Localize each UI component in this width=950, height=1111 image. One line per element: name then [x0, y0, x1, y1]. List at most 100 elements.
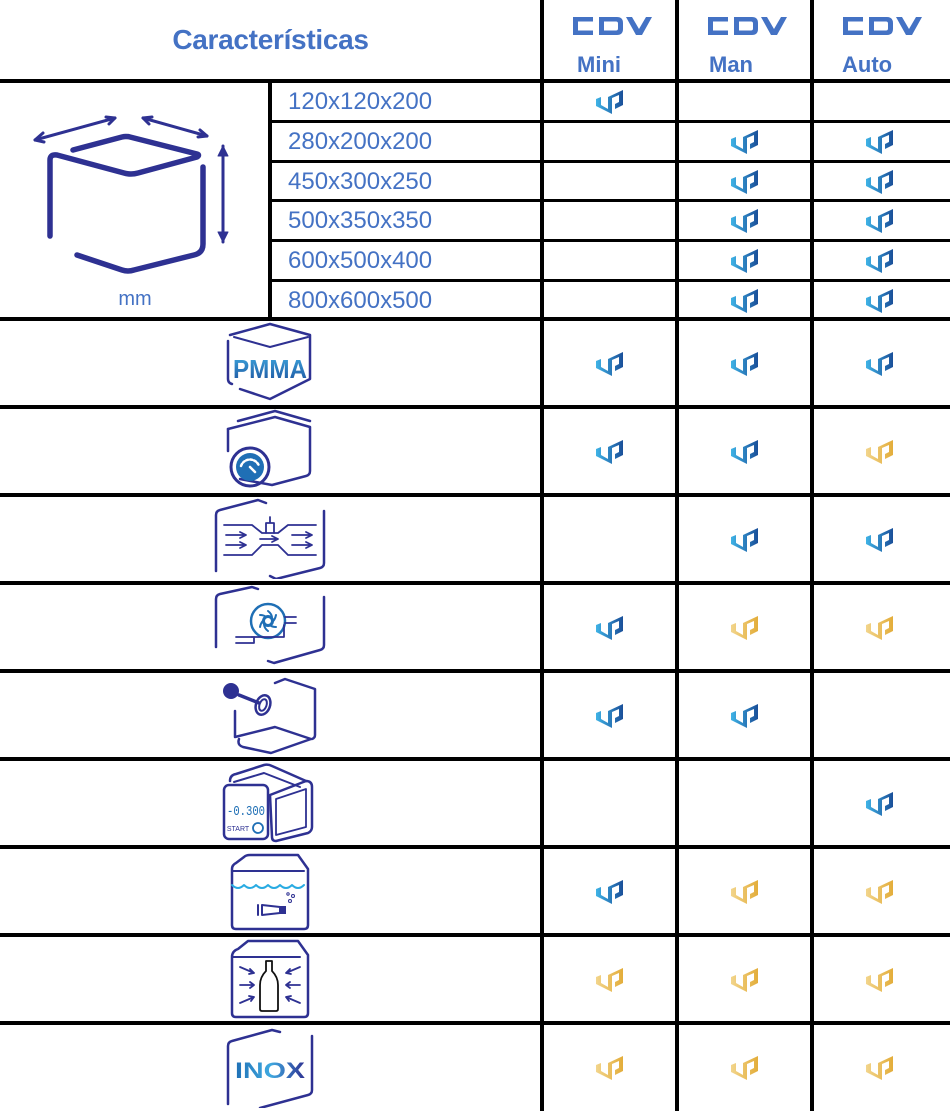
header-divider	[0, 79, 950, 83]
feature-row-man-cell	[678, 409, 812, 493]
row-divider	[0, 317, 950, 321]
size-label: 800x600x500	[288, 287, 433, 314]
feature-row-man-cell	[678, 761, 812, 845]
size-label: 120x120x200	[288, 88, 433, 115]
size-row-divider	[270, 279, 950, 282]
check-optional-icon	[863, 877, 897, 905]
feature-row-man-cell	[678, 849, 812, 933]
feature-row-mini-cell	[543, 321, 677, 405]
feature-row-man-cell	[678, 585, 812, 669]
size-row-man-cell	[678, 83, 812, 119]
pmma-label: PMMA	[233, 354, 307, 384]
feature-row-auto-cell	[813, 1025, 947, 1109]
check-optional-icon	[728, 613, 762, 641]
size-row-mini-cell	[543, 83, 677, 119]
check-standard-icon	[728, 206, 762, 234]
size-row-auto-cell	[813, 163, 947, 199]
check-optional-icon	[863, 613, 897, 641]
check-standard-icon	[593, 701, 627, 729]
check-optional-icon	[728, 965, 762, 993]
size-row-auto-cell	[813, 202, 947, 238]
feature-row-mini-cell	[543, 1025, 677, 1109]
cdv-logo-icon	[843, 17, 922, 35]
check-standard-icon	[863, 789, 897, 817]
check-standard-icon	[728, 246, 762, 274]
size-row-mini-cell	[543, 242, 677, 278]
check-standard-icon	[863, 525, 897, 553]
check-standard-icon	[593, 349, 627, 377]
model-label: Auto	[842, 52, 893, 77]
row-divider	[0, 757, 950, 761]
controller-display: -0.300	[227, 804, 265, 820]
size-row-mini-cell	[543, 202, 677, 238]
check-optional-icon	[593, 1053, 627, 1081]
feature-row-man-cell	[678, 673, 812, 757]
check-standard-icon	[863, 246, 897, 274]
feature-row-mini-cell	[543, 497, 677, 581]
check-optional-icon	[728, 1053, 762, 1081]
size-row-divider	[270, 199, 950, 202]
size-row-auto-cell	[813, 83, 947, 119]
model-label: Man	[709, 52, 753, 77]
check-standard-icon	[863, 127, 897, 155]
check-standard-icon	[728, 127, 762, 155]
check-optional-icon	[593, 965, 627, 993]
digital-controller-icon: -0.300 START	[204, 760, 336, 844]
check-standard-icon	[728, 349, 762, 377]
check-optional-icon	[728, 877, 762, 905]
feature-row-mini-cell	[543, 585, 677, 669]
cdv-logo-icon	[573, 17, 652, 35]
feature-row-mini-cell	[543, 937, 677, 1021]
manual-valve-lever-icon	[204, 672, 336, 756]
feature-row-man-cell	[678, 321, 812, 405]
feature-row-auto-cell	[813, 673, 947, 757]
feature-row-auto-cell	[813, 849, 947, 933]
size-row-man-cell	[678, 163, 812, 199]
feature-row-auto-cell	[813, 409, 947, 493]
size-row-man-cell	[678, 202, 812, 238]
row-divider	[0, 581, 950, 585]
bottle-pressure-test-icon	[204, 936, 336, 1020]
feature-row-auto-cell	[813, 321, 947, 405]
feature-row-man-cell	[678, 1025, 812, 1109]
row-divider	[0, 669, 950, 673]
model-label: Mini	[577, 52, 621, 77]
feature-row-auto-cell	[813, 585, 947, 669]
size-row-auto-cell	[813, 242, 947, 278]
feature-row-auto-cell	[813, 761, 947, 845]
vacuum-gauge-icon	[204, 408, 336, 492]
size-row-mini-cell	[543, 123, 677, 159]
check-standard-icon	[593, 877, 627, 905]
column-divider-man	[675, 0, 679, 1111]
feature-row-auto-cell	[813, 937, 947, 1021]
cube-dimensions-icon	[30, 110, 240, 280]
feature-row-mini-cell	[543, 409, 677, 493]
check-standard-icon	[593, 87, 627, 115]
size-row-divider	[270, 160, 950, 163]
inox-chamber-icon: INOX	[204, 1024, 336, 1108]
controller-start-label: START	[227, 826, 250, 833]
size-row-auto-cell	[813, 282, 947, 318]
check-standard-icon	[593, 437, 627, 465]
check-optional-icon	[863, 437, 897, 465]
size-label: 500x350x350	[288, 207, 433, 234]
column-header-auto: Auto	[814, 10, 948, 80]
check-standard-icon	[728, 437, 762, 465]
check-standard-icon	[728, 286, 762, 314]
row-divider	[0, 845, 950, 849]
inox-label: INOX	[235, 1058, 305, 1083]
size-row-divider	[270, 239, 950, 242]
size-row-auto-cell	[813, 123, 947, 159]
check-standard-icon	[728, 167, 762, 195]
size-label: 280x200x200	[288, 128, 433, 155]
cdv-logo-icon	[708, 17, 787, 35]
size-label: 600x500x400	[288, 247, 433, 274]
row-divider	[0, 405, 950, 409]
feature-row-mini-cell	[543, 673, 677, 757]
column-header-man: Man	[679, 10, 813, 80]
check-standard-icon	[863, 349, 897, 377]
bubble-immersion-test-icon	[204, 848, 336, 932]
feature-row-man-cell	[678, 497, 812, 581]
cdv-logo	[544, 14, 678, 38]
check-standard-icon	[593, 613, 627, 641]
